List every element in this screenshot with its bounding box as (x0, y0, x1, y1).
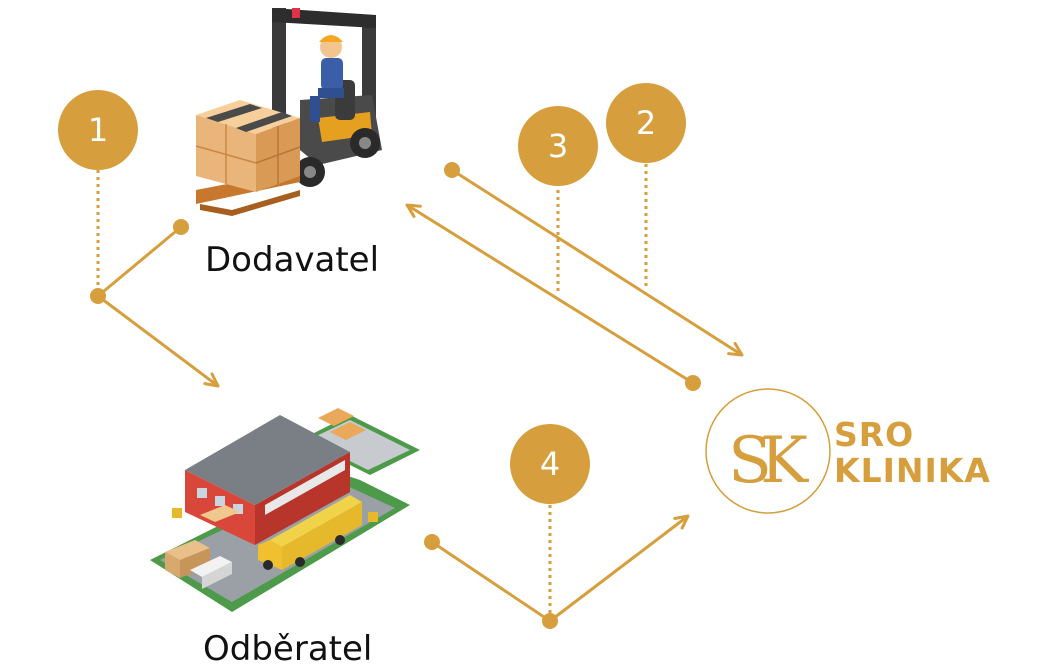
step-number: 1 (88, 111, 108, 149)
step-4-connector (424, 505, 690, 629)
connector-dot (90, 288, 106, 304)
logo-line-2: KLINIKA (834, 451, 991, 490)
customer-label: Odběratel (203, 629, 372, 669)
step-badge-1: 1 (58, 90, 138, 170)
connector-arrow (97, 294, 220, 388)
connector-arrow (405, 203, 694, 385)
connector-arrow (549, 514, 690, 623)
connector-line (431, 540, 551, 623)
step-badge-2: 2 (606, 83, 686, 163)
connector-dot (542, 613, 558, 629)
forklift-with-boxes-icon (195, 8, 382, 216)
logo-line-1: SRO (834, 415, 914, 454)
logo-ring (705, 388, 831, 514)
step-number: 4 (540, 445, 560, 483)
company-logo-icon: S K SRO KLINIKA (705, 388, 991, 514)
step-badge-4: 4 (510, 424, 590, 504)
supplier-label: Dodavatel (205, 240, 379, 280)
connector-line (97, 225, 182, 298)
connector-dot (685, 375, 701, 391)
step-2-connector (444, 162, 744, 357)
connector-dot (424, 534, 440, 550)
step-3-connector (405, 190, 701, 391)
step-number: 3 (548, 127, 568, 165)
step-badge-3: 3 (518, 106, 598, 186)
warehouse-icon (150, 408, 420, 612)
connector-dot (444, 162, 460, 178)
step-number: 2 (636, 104, 656, 142)
connector-dot (173, 219, 189, 235)
step-1-connector (90, 170, 220, 388)
logo-monogram-k: K (760, 424, 809, 498)
logo-monogram-s: S (728, 424, 772, 498)
connector-arrow (451, 168, 744, 357)
